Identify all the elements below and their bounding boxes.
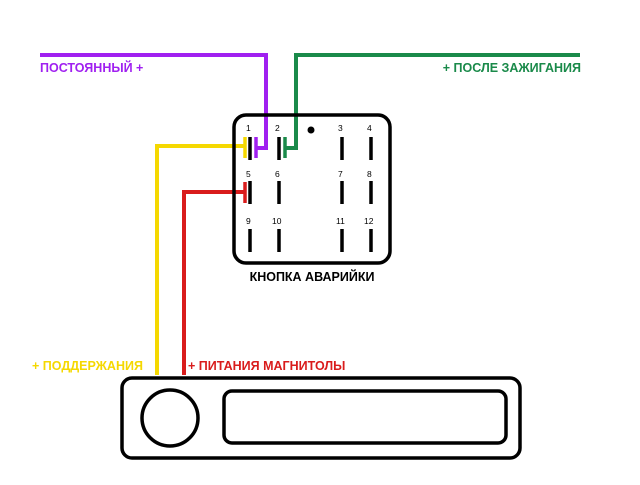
label-constant-plus: ПОСТОЯННЫЙ +: [40, 60, 143, 75]
pin-number-6: 6: [275, 169, 280, 179]
pin-number-10: 10: [272, 216, 282, 226]
hazard-switch-body: [232, 113, 392, 265]
pin-number-1: 1: [246, 123, 251, 133]
radio-head-unit: [120, 376, 522, 460]
label-radio-power: + ПИТАНИЯ МАГНИТОЛЫ: [188, 359, 345, 373]
label-hold-plus: + ПОДДЕРЖАНИЯ: [32, 359, 143, 373]
radio-display-panel: [222, 389, 508, 445]
pin-number-11: 11: [336, 216, 345, 226]
wire-radio-power: [182, 190, 246, 375]
wire-hold-plus: [155, 144, 246, 375]
pin-number-4: 4: [367, 123, 372, 133]
pin-contacts: [248, 137, 373, 252]
wire-after-ignition: [284, 53, 580, 150]
pin-number-9: 9: [246, 216, 251, 226]
radio-volume-knob: [140, 388, 200, 448]
label-after-ignition: + ПОСЛЕ ЗАЖИГАНИЯ: [443, 61, 581, 75]
pin-number-12: 12: [364, 216, 374, 226]
pin-number-7: 7: [338, 169, 343, 179]
wire-constant-plus: [40, 53, 268, 150]
pin-number-2: 2: [275, 123, 280, 133]
switch-caption: КНОПКА АВАРИЙКИ: [250, 269, 375, 284]
pin-number-8: 8: [367, 169, 372, 179]
switch-indicator-dot: [307, 126, 315, 134]
pin-number-3: 3: [338, 123, 343, 133]
pin-number-5: 5: [246, 169, 251, 179]
